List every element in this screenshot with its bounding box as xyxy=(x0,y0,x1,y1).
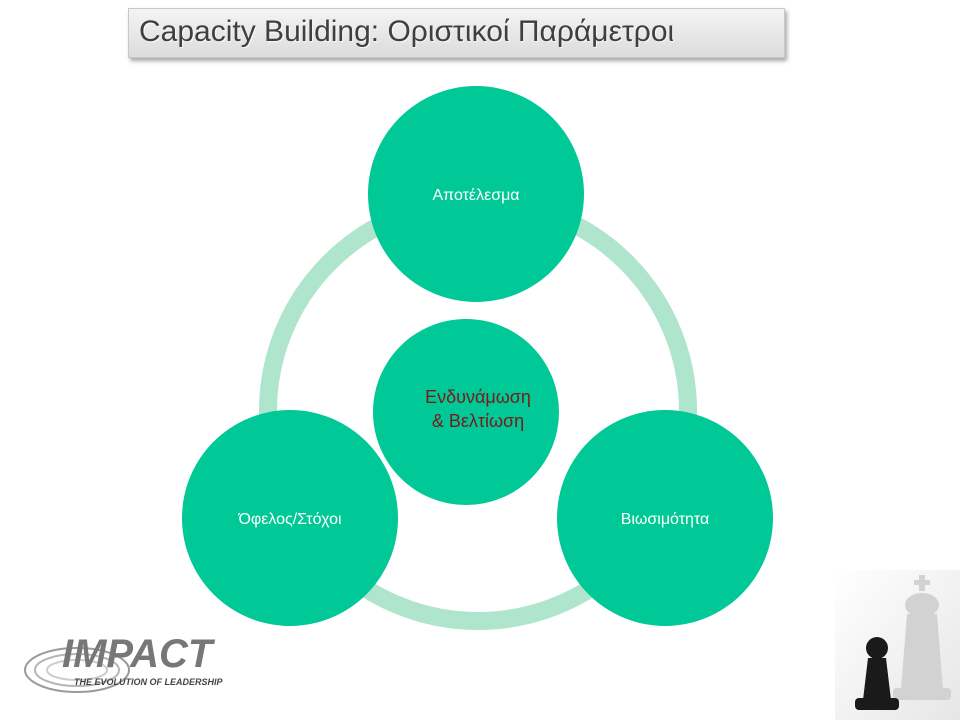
node-left-label: Όφελος/Στόχοι xyxy=(237,511,341,528)
logo-tagline: THE EVOLUTION OF LEADERSHIP xyxy=(74,677,224,687)
node-left-circle xyxy=(182,410,398,626)
node-right-label: Βιωσιμότητα xyxy=(621,511,710,528)
white-king-icon xyxy=(893,575,951,700)
impact-logo: IMPACT THE EVOLUTION OF LEADERSHIP xyxy=(24,632,224,693)
node-top-label: Αποτέλεσμα xyxy=(432,187,519,204)
center-label-line1: Ενδυνάμωση xyxy=(425,387,531,407)
node-top-circle xyxy=(368,86,584,302)
title-bar: Capacity Building: Οριστικοί Παράμετροι xyxy=(128,8,785,58)
black-pawn-icon xyxy=(855,637,899,710)
center-circle xyxy=(373,319,559,505)
node-right-circle xyxy=(557,410,773,626)
slide-title: Capacity Building: Οριστικοί Παράμετροι xyxy=(139,15,675,48)
center-label-line2: & Βελτίωση xyxy=(432,411,524,431)
logo-name: IMPACT xyxy=(62,632,216,676)
chess-pieces-image xyxy=(835,570,960,720)
